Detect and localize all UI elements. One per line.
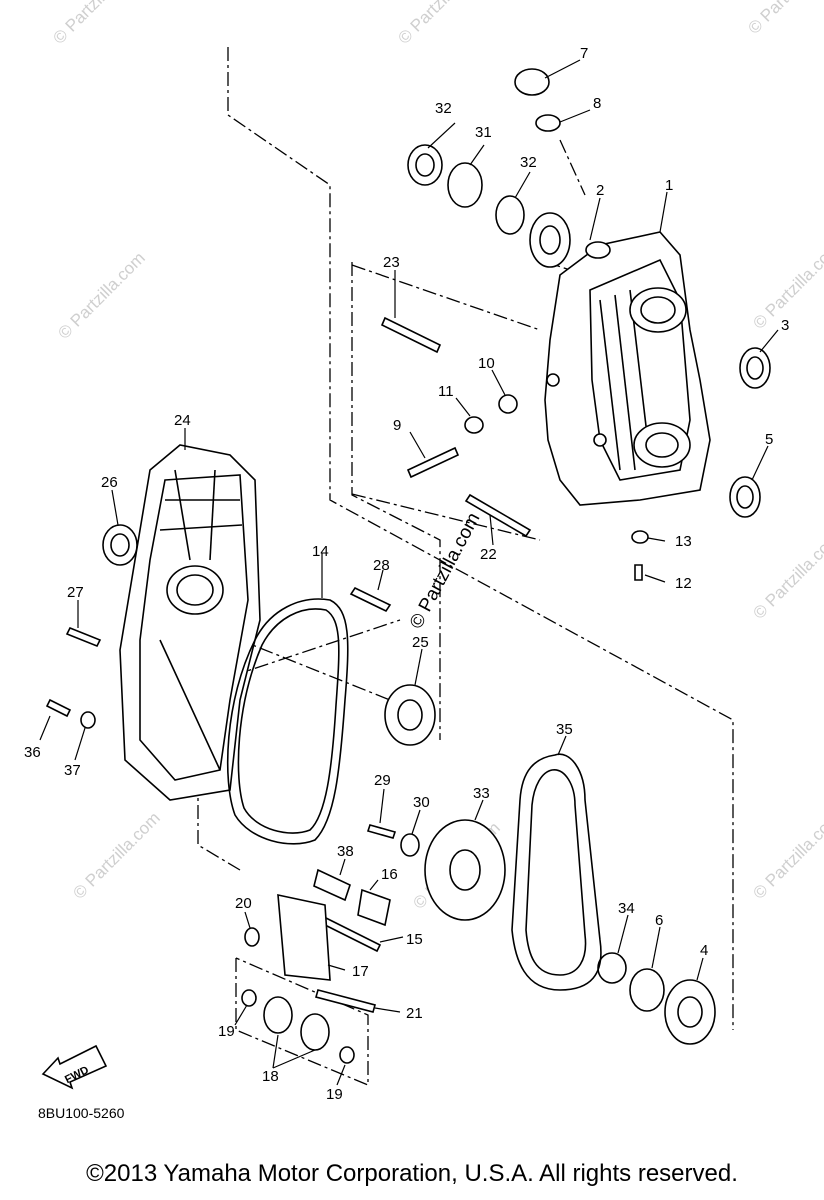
callout-labels: 7 8 32 31 32 2 1 3 5 13 12 23 10 11 9 22… (24, 45, 789, 1103)
part-36 (45, 698, 72, 718)
label-30: 30 (413, 794, 430, 811)
part-29 (366, 824, 397, 839)
label-33: 33 (473, 785, 490, 802)
label-19: 19 (326, 1086, 343, 1103)
label-34: 34 (618, 900, 635, 917)
part-38 (313, 868, 351, 902)
part-27 (65, 626, 102, 648)
part-19a (241, 989, 257, 1007)
chain-part (511, 753, 602, 991)
label-22: 22 (480, 546, 497, 563)
bearings-and-seals (80, 68, 771, 1064)
part-30 (400, 833, 420, 857)
label-6: 6 (655, 912, 663, 929)
part-12 (634, 564, 643, 581)
part-9 (406, 446, 460, 479)
inner-frame-line (351, 262, 441, 740)
label-13: 13 (675, 533, 692, 550)
label-31: 31 (475, 124, 492, 141)
outer-cover-part (119, 444, 261, 801)
label-32: 32 (520, 154, 537, 171)
label-32: 32 (435, 100, 452, 117)
label-29: 29 (374, 772, 391, 789)
gasket-part (226, 598, 349, 845)
diagram-code: 8BU100-5260 (38, 1105, 125, 1121)
label-8: 8 (593, 95, 601, 112)
label-18: 18 (262, 1068, 279, 1085)
label-9: 9 (393, 417, 401, 434)
label-12: 12 (675, 575, 692, 592)
part-16 (357, 888, 391, 927)
label-24: 24 (174, 412, 191, 429)
label-11: 11 (438, 383, 454, 400)
label-21: 21 (406, 1005, 423, 1022)
label-36: 36 (24, 744, 41, 761)
label-28: 28 (373, 557, 390, 574)
link-line (351, 493, 541, 541)
upper-frame-line (227, 47, 734, 1030)
part-11 (464, 416, 484, 434)
watermark: © Partzilla.com (749, 808, 824, 902)
part-23 (380, 316, 442, 354)
part-28 (349, 586, 392, 613)
label-27: 27 (67, 584, 84, 601)
part-18a (263, 996, 293, 1034)
part-17 (277, 893, 331, 981)
label-26: 26 (101, 474, 118, 491)
part-34 (597, 952, 627, 984)
watermark: © Partzilla.com (394, 0, 488, 48)
part-19b (339, 1046, 355, 1064)
part-6 (629, 968, 665, 1012)
label-35: 35 (556, 721, 573, 738)
label-1: 1 (665, 177, 673, 194)
link-line (159, 619, 401, 701)
leader-lines (39, 59, 779, 1086)
label-7: 7 (580, 45, 588, 62)
label-20: 20 (235, 895, 252, 912)
label-17: 17 (352, 963, 369, 980)
fwd-arrow-icon: FWD (41, 1044, 108, 1090)
label-5: 5 (765, 431, 773, 448)
label-15: 15 (406, 931, 423, 948)
part-13 (631, 530, 649, 544)
part-10 (498, 394, 518, 414)
bolts-and-pins (45, 316, 643, 1013)
part-21 (315, 989, 376, 1013)
watermark: © Partzilla.com (49, 0, 143, 48)
watermark: © Partzilla.com (749, 528, 824, 622)
part-22 (464, 493, 532, 538)
part-8 (535, 114, 561, 132)
label-19: 19 (218, 1023, 235, 1040)
label-10: 10 (478, 355, 495, 372)
part-32b (495, 195, 525, 235)
copyright-notice: ©2013 Yamaha Motor Corporation, U.S.A. A… (86, 1160, 738, 1187)
watermark: © Partzilla.com (69, 808, 163, 902)
part-7 (514, 68, 550, 96)
watermark: © Partzilla.com (54, 248, 148, 342)
link-line (189, 619, 416, 711)
part-31 (447, 162, 483, 208)
part-37 (80, 711, 96, 729)
label-16: 16 (381, 866, 398, 883)
gear-case-part (544, 231, 711, 506)
label-2: 2 (596, 182, 604, 199)
part-20 (244, 927, 260, 947)
label-23: 23 (383, 254, 400, 271)
link-line (559, 139, 586, 196)
part-18b (300, 1013, 330, 1051)
label-14: 14 (312, 543, 329, 560)
link-line (351, 264, 541, 331)
label-38: 38 (337, 843, 354, 860)
label-25: 25 (412, 634, 429, 651)
label-37: 37 (64, 762, 81, 779)
label-3: 3 (781, 317, 789, 334)
watermark: © Partzilla.com (744, 0, 824, 38)
label-4: 4 (700, 942, 708, 959)
